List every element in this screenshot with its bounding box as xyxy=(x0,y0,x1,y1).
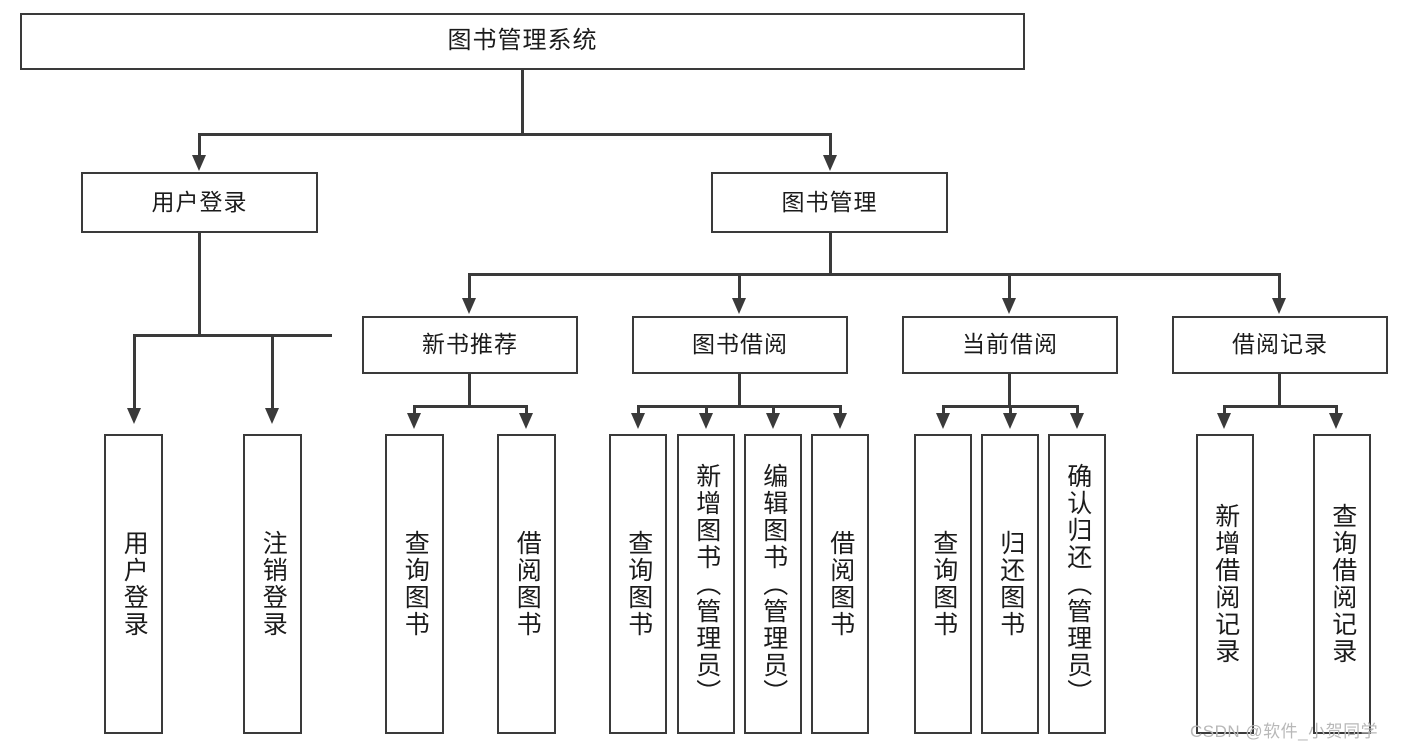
leaf-label: 查询图书 xyxy=(401,530,430,638)
leaf-label: 编辑图书（管理员） xyxy=(759,462,788,706)
arrowhead-current-borrow-leaf-2 xyxy=(1070,413,1084,429)
node-label: 用户登录 xyxy=(151,188,248,215)
arrowhead-book-borrow-leaf-1 xyxy=(699,413,713,429)
connector-user-login-leaf-1 xyxy=(271,334,274,410)
leaf-label: 确认归还（管理员） xyxy=(1063,462,1092,706)
connector-borrow-record-leaf-1 xyxy=(1335,405,1338,415)
arrowhead-book-manage xyxy=(823,155,837,171)
leaf-new-book-query[interactable]: 查询图书 xyxy=(385,434,444,734)
leaf-current-borrow-return[interactable]: 归还图书 xyxy=(981,434,1039,734)
connector-to-current-borrow xyxy=(1008,273,1011,300)
connector-book-borrow-bus xyxy=(637,405,841,408)
leaf-borrow-record-add[interactable]: 新增借阅记录 xyxy=(1196,434,1254,734)
connector-borrow-record-stem xyxy=(1278,374,1281,407)
arrowhead-borrow-record xyxy=(1272,298,1286,314)
arrowhead-new-book-leaf-0 xyxy=(407,413,421,429)
arrowhead-new-book-leaf-1 xyxy=(519,413,533,429)
leaf-book-borrow-add[interactable]: 新增图书（管理员） xyxy=(677,434,735,734)
arrowhead-user-login xyxy=(192,155,206,171)
connector-book-manage-stem xyxy=(829,233,832,275)
leaf-label: 新增借阅记录 xyxy=(1211,503,1240,665)
arrowhead-user-login-leaf-1 xyxy=(265,408,279,424)
connector-user-login-stem xyxy=(198,233,201,336)
connector-borrow-record-leaf-0 xyxy=(1223,405,1226,415)
leaf-book-borrow-edit[interactable]: 编辑图书（管理员） xyxy=(744,434,802,734)
connector-book-borrow-leaf-0 xyxy=(637,405,640,415)
connector-book-borrow-leaf-1 xyxy=(705,405,708,415)
node-label: 当前借阅 xyxy=(962,331,1058,358)
node-label: 图书借阅 xyxy=(692,331,788,358)
leaf-label: 借阅图书 xyxy=(826,530,855,638)
connector-user-login-leaf-0 xyxy=(133,334,136,410)
connector-new-book-leaf-1 xyxy=(525,405,528,415)
arrowhead-current-borrow-leaf-1 xyxy=(1003,413,1017,429)
connector-user-login-bus xyxy=(133,334,332,337)
arrowhead-borrow-record-leaf-0 xyxy=(1217,413,1231,429)
leaf-new-book-borrow[interactable]: 借阅图书 xyxy=(497,434,556,734)
arrowhead-user-login-leaf-0 xyxy=(127,408,141,424)
connector-current-borrow-leaf-1 xyxy=(1009,405,1012,415)
leaf-book-borrow-borrow[interactable]: 借阅图书 xyxy=(811,434,869,734)
node-book-borrow[interactable]: 图书借阅 xyxy=(632,316,848,374)
leaf-label: 查询图书 xyxy=(929,530,958,638)
connector-book-borrow-stem xyxy=(738,374,741,407)
connector-new-book-bus xyxy=(413,405,527,408)
leaf-current-borrow-query[interactable]: 查询图书 xyxy=(914,434,972,734)
arrowhead-book-borrow-leaf-0 xyxy=(631,413,645,429)
leaf-user-login-login[interactable]: 用户登录 xyxy=(104,434,163,734)
node-current-borrow[interactable]: 当前借阅 xyxy=(902,316,1118,374)
connector-level3-bus xyxy=(468,273,1280,276)
arrowhead-book-borrow-leaf-2 xyxy=(766,413,780,429)
arrowhead-current-borrow xyxy=(1002,298,1016,314)
leaf-label: 查询图书 xyxy=(624,530,653,638)
connector-root-stem xyxy=(521,70,524,134)
node-label: 新书推荐 xyxy=(422,331,518,358)
connector-to-user-login xyxy=(198,133,201,157)
leaf-label: 新增图书（管理员） xyxy=(692,462,721,706)
node-new-book-recommend[interactable]: 新书推荐 xyxy=(362,316,578,374)
connector-new-book-stem xyxy=(468,374,471,407)
node-user-login[interactable]: 用户登录 xyxy=(81,172,318,233)
connector-level2-bus xyxy=(198,133,832,136)
node-label: 借阅记录 xyxy=(1232,331,1328,358)
leaf-label: 用户登录 xyxy=(120,530,149,638)
connector-current-borrow-leaf-0 xyxy=(942,405,945,415)
arrowhead-current-borrow-leaf-0 xyxy=(936,413,950,429)
leaf-label: 借阅图书 xyxy=(513,530,542,638)
leaf-book-borrow-query[interactable]: 查询图书 xyxy=(609,434,667,734)
node-book-manage[interactable]: 图书管理 xyxy=(711,172,948,233)
leaf-label: 归还图书 xyxy=(996,530,1025,638)
leaf-user-login-logout[interactable]: 注销登录 xyxy=(243,434,302,734)
connector-to-new-book xyxy=(468,273,471,300)
arrowhead-book-borrow xyxy=(732,298,746,314)
connector-to-borrow-record xyxy=(1278,273,1281,300)
arrowhead-book-borrow-leaf-3 xyxy=(833,413,847,429)
node-borrow-record[interactable]: 借阅记录 xyxy=(1172,316,1388,374)
connector-book-borrow-leaf-3 xyxy=(839,405,842,415)
leaf-current-borrow-confirm[interactable]: 确认归还（管理员） xyxy=(1048,434,1106,734)
connector-book-borrow-leaf-2 xyxy=(772,405,775,415)
connector-current-borrow-stem xyxy=(1008,374,1011,407)
leaf-label: 注销登录 xyxy=(259,530,288,638)
arrowhead-new-book xyxy=(462,298,476,314)
node-label: 图书管理 xyxy=(781,188,878,215)
arrowhead-borrow-record-leaf-1 xyxy=(1329,413,1343,429)
connector-to-book-manage xyxy=(829,133,832,157)
connector-to-book-borrow xyxy=(738,273,741,300)
connector-current-borrow-leaf-2 xyxy=(1076,405,1079,415)
connector-new-book-leaf-0 xyxy=(413,405,416,415)
leaf-borrow-record-query[interactable]: 查询借阅记录 xyxy=(1313,434,1371,734)
node-label: 图书管理系统 xyxy=(447,27,598,55)
leaf-label: 查询借阅记录 xyxy=(1328,503,1357,665)
node-root-system[interactable]: 图书管理系统 xyxy=(20,13,1025,70)
connector-borrow-record-bus xyxy=(1223,405,1337,408)
